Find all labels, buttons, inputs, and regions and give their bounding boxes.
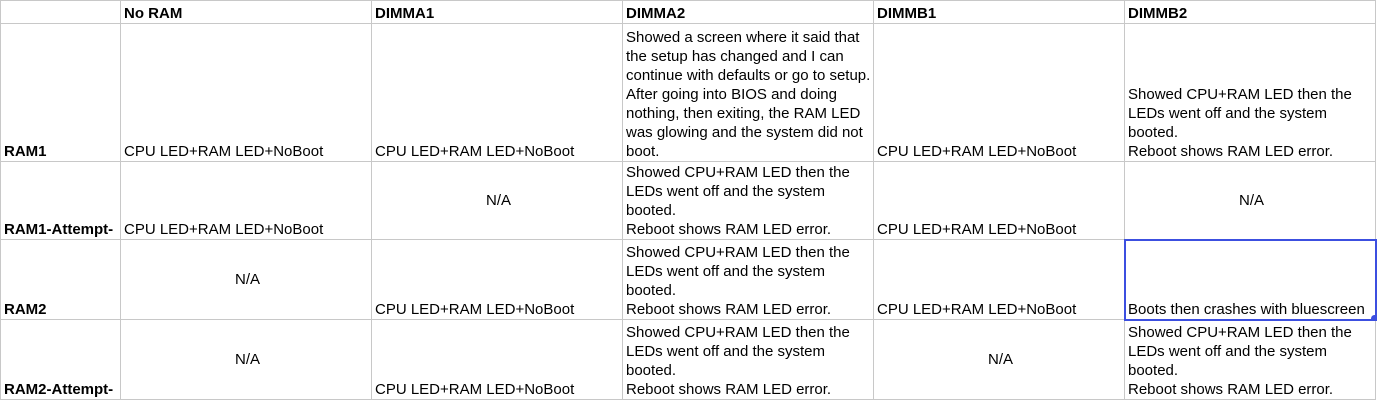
row-label-ram2[interactable]: RAM2 <box>0 239 121 320</box>
row-label-ram1-attempt[interactable]: RAM1-Attempt- <box>0 161 121 240</box>
table-cell[interactable]: N/A <box>371 161 623 240</box>
table-cell[interactable]: CPU LED+RAM LED+NoBoot <box>120 161 372 240</box>
table-cell[interactable]: CPU LED+RAM LED+NoBoot <box>371 23 623 162</box>
header-cell-no-ram[interactable]: No RAM <box>120 0 372 24</box>
table-row: RAM1 CPU LED+RAM LED+NoBoot CPU LED+RAM … <box>0 23 1376 162</box>
table-cell[interactable]: CPU LED+RAM LED+NoBoot <box>873 23 1125 162</box>
table-cell[interactable]: Showed CPU+RAM LED then the LEDs went of… <box>622 319 874 400</box>
header-cell-corner[interactable] <box>0 0 121 24</box>
table-cell[interactable]: CPU LED+RAM LED+NoBoot <box>120 23 372 162</box>
selected-cell[interactable]: Boots then crashes with bluescreen <box>1123 238 1377 321</box>
row-label-ram2-attempt[interactable]: RAM2-Attempt- <box>0 319 121 400</box>
table-cell[interactable]: CPU LED+RAM LED+NoBoot <box>371 319 623 400</box>
spreadsheet-grid: No RAM DIMMA1 DIMMA2 DIMMB1 DIMMB2 RAM1 … <box>0 0 1377 400</box>
table-cell[interactable]: N/A <box>120 319 372 400</box>
table-cell[interactable]: CPU LED+RAM LED+NoBoot <box>873 161 1125 240</box>
fill-handle[interactable] <box>1370 314 1375 319</box>
table-row: RAM2 N/A CPU LED+RAM LED+NoBoot Showed C… <box>0 238 1377 321</box>
table-cell[interactable]: Showed CPU+RAM LED then the LEDs went of… <box>622 161 874 240</box>
header-cell-dimmb1[interactable]: DIMMB1 <box>873 0 1125 24</box>
table-row: RAM2-Attempt- N/A CPU LED+RAM LED+NoBoot… <box>0 319 1376 400</box>
table-cell[interactable]: CPU LED+RAM LED+NoBoot <box>873 239 1125 320</box>
header-row: No RAM DIMMA1 DIMMA2 DIMMB1 DIMMB2 <box>0 0 1376 24</box>
row-label-ram1[interactable]: RAM1 <box>0 23 121 162</box>
table-cell[interactable]: CPU LED+RAM LED+NoBoot <box>371 239 623 320</box>
table-cell[interactable]: N/A <box>120 239 372 320</box>
header-cell-dimmb2[interactable]: DIMMB2 <box>1124 0 1376 24</box>
table-cell[interactable]: Showed a screen where it said that the s… <box>622 23 874 162</box>
table-cell[interactable]: Showed CPU+RAM LED then the LEDs went of… <box>1124 23 1376 162</box>
header-cell-dimma2[interactable]: DIMMA2 <box>622 0 874 24</box>
table-cell[interactable]: Showed CPU+RAM LED then the LEDs went of… <box>1124 319 1376 400</box>
table-row: RAM1-Attempt- CPU LED+RAM LED+NoBoot N/A… <box>0 161 1376 240</box>
header-cell-dimma1[interactable]: DIMMA1 <box>371 0 623 24</box>
table-cell[interactable]: Showed CPU+RAM LED then the LEDs went of… <box>622 239 874 320</box>
table-cell[interactable]: N/A <box>873 319 1125 400</box>
selected-cell-text: Boots then crashes with bluescreen <box>1128 301 1365 318</box>
table-cell[interactable]: N/A <box>1124 161 1376 240</box>
